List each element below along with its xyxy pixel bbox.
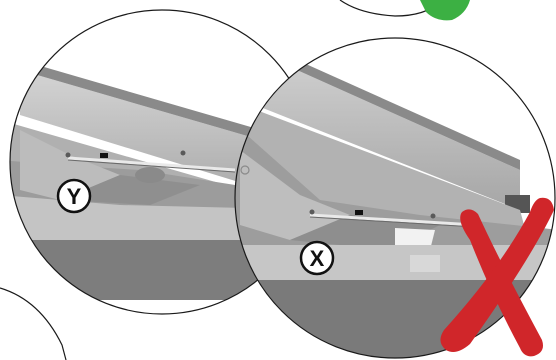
bottom-detail-circle [0, 288, 66, 360]
marker-y-label: Y [67, 184, 82, 209]
marker-x-label: X [310, 246, 325, 271]
rail-clip-x [355, 210, 363, 215]
rail-clip-y [100, 153, 108, 158]
marker-y: Y [58, 180, 90, 212]
green-check-icon [420, 0, 470, 20]
marker-x: X [301, 242, 333, 274]
